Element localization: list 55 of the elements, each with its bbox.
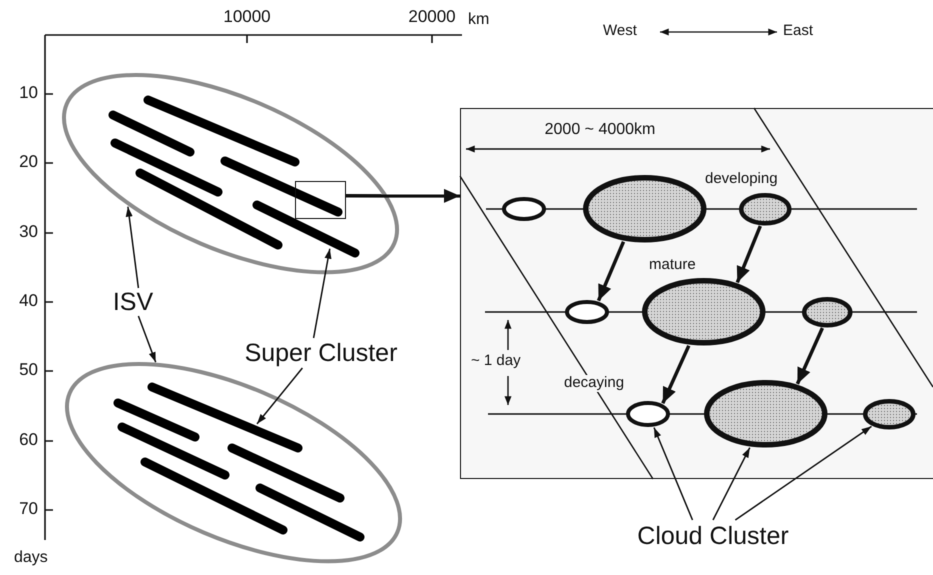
cloud-band [220,156,343,217]
arrow [346,188,460,203]
axis-tick-label: 50 [19,361,38,380]
axis-tick-label: 10000 [223,8,271,27]
cloud-band [254,482,365,542]
axis-tick-label: 60 [19,431,38,450]
cloud-band [142,94,300,167]
axis-tick-label: 10 [19,84,38,103]
cloud-ellipse [862,398,916,430]
cloud-ellipse [641,277,767,347]
direction-label: East [783,23,814,40]
cloud-band [108,110,195,157]
cloud-band [146,382,303,453]
cloud-band [134,168,283,250]
cloud-ellipse [501,196,547,222]
cloud-ellipse [738,192,792,226]
zoom-box [294,180,346,219]
arrow [661,344,690,404]
cloud-band [140,456,288,535]
callout-label: ISV [106,288,160,316]
callout-label: Super Cluster [228,338,414,368]
cloud-band [110,138,223,197]
stage-label: decaying [563,375,626,392]
cloud-ellipse [625,400,671,428]
arrow [138,316,156,362]
axis-tick-label: 70 [19,500,38,519]
cloud-ellipse [564,299,610,325]
arrow [712,447,750,520]
arrow [596,241,626,302]
cloud-ellipse [800,296,854,328]
arrow [736,225,762,284]
axis-tick-label: 30 [19,223,38,242]
arrow [126,206,140,288]
direction-label: West [603,23,637,40]
cloud-band [116,422,230,480]
cloud-band [112,398,200,442]
dimension-label: 2000 ~ 4000km [544,121,656,139]
arrow [312,248,332,338]
arrow [653,427,694,520]
axis-unit-label: km [468,11,490,29]
cloud-band [226,442,345,503]
stage-label: developing [704,171,779,188]
arrow [256,368,303,424]
axis-tick-label: 40 [19,292,38,311]
axis-unit-label: days [14,549,48,567]
cloud-band [252,200,360,258]
cloud-ellipse [703,379,829,449]
detail-panel [460,108,933,479]
callout-label: Cloud Cluster [620,520,806,552]
arrow [734,426,872,521]
ellipse-outline [61,72,400,276]
axis-tick-label: 20000 [408,8,456,27]
dimension-label: ~ 1 day [471,353,521,370]
arrow [796,327,824,385]
axis-tick-label: 20 [19,153,38,172]
